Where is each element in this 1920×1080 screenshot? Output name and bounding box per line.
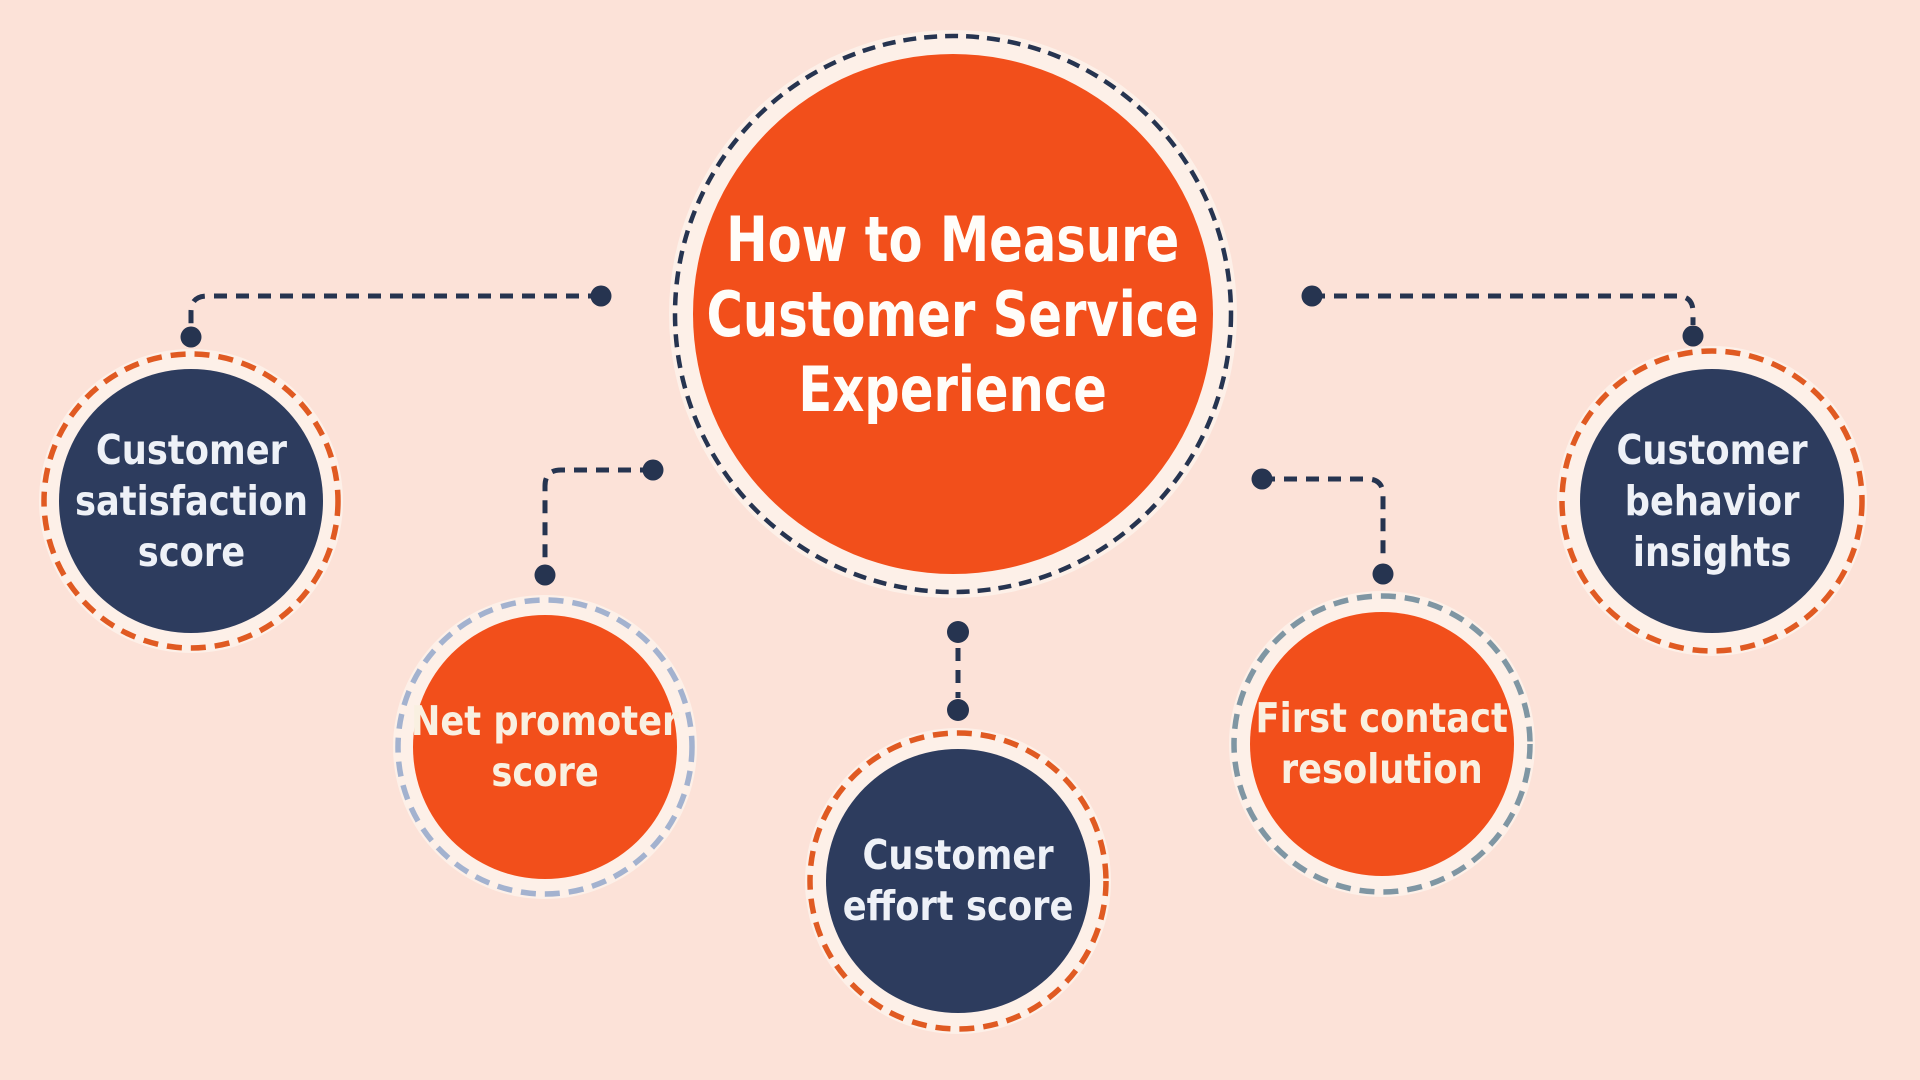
connector-endpoint-dot [590,285,612,307]
title-line: Customer Service [706,277,1200,351]
label-line: First contact [1255,694,1509,742]
connector-net-promoter [534,459,664,586]
connector-customer-behavior [1301,285,1704,347]
label-line: satisfaction [74,476,308,525]
label-line: Customer [95,425,287,474]
node-label: Net promoter score [411,696,680,798]
dashed-ring [807,730,1109,1032]
central-topic-circle: How to Measure Customer Service Experien… [693,54,1213,574]
node-net-promoter-score: Net promoter score [411,615,680,879]
central-topic-title: How to Measure Customer Service Experien… [707,202,1199,427]
connector-endpoint-dot [1682,325,1704,347]
label-line: Net promoter [410,697,680,745]
connector-endpoint-dot [180,326,202,348]
connector-line [1312,293,1696,325]
dashed-ring [41,351,341,651]
label-line: Customer [862,831,1054,879]
label-line: score [491,748,599,796]
node-label: Customer effort score [843,830,1074,932]
connector-endpoint-dot [947,699,969,721]
connector-endpoint-dot [1251,468,1273,490]
title-line: Experience [798,352,1108,426]
label-line: insights [1632,527,1792,576]
label-line: behavior [1624,476,1800,525]
connector-customer-satisfaction [180,285,612,348]
connector-endpoint-dot [1301,285,1323,307]
node-customer-effort-score: Customer effort score [826,749,1090,1013]
dashed-ring [1559,348,1865,654]
label-line: effort score [842,882,1074,930]
connector-customer-effort [947,621,969,721]
node-first-contact-resolution: First contact resolution [1250,612,1514,876]
node-label: First contact resolution [1256,693,1508,795]
title-line: How to Measure [726,202,1180,276]
connector-endpoint-dot [642,459,664,481]
node-label: Customer behavior insights [1616,425,1807,578]
dashed-ring [672,33,1234,595]
connector-endpoint-dot [947,621,969,643]
node-customer-behavior-insights: Customer behavior insights [1580,369,1844,633]
dashed-ring [1231,593,1533,895]
node-label: Customer satisfaction score [74,425,307,578]
connector-endpoint-dot [1372,563,1394,585]
connector-line [1262,476,1386,562]
label-line: resolution [1281,745,1483,793]
label-line: score [137,527,245,576]
connector-line [188,293,601,328]
node-customer-satisfaction-score: Customer satisfaction score [59,369,323,633]
connector-first-contact [1251,468,1394,585]
connector-line [542,467,653,564]
label-line: Customer [1616,425,1808,474]
connector-endpoint-dot [534,564,556,586]
dashed-ring [395,597,695,897]
